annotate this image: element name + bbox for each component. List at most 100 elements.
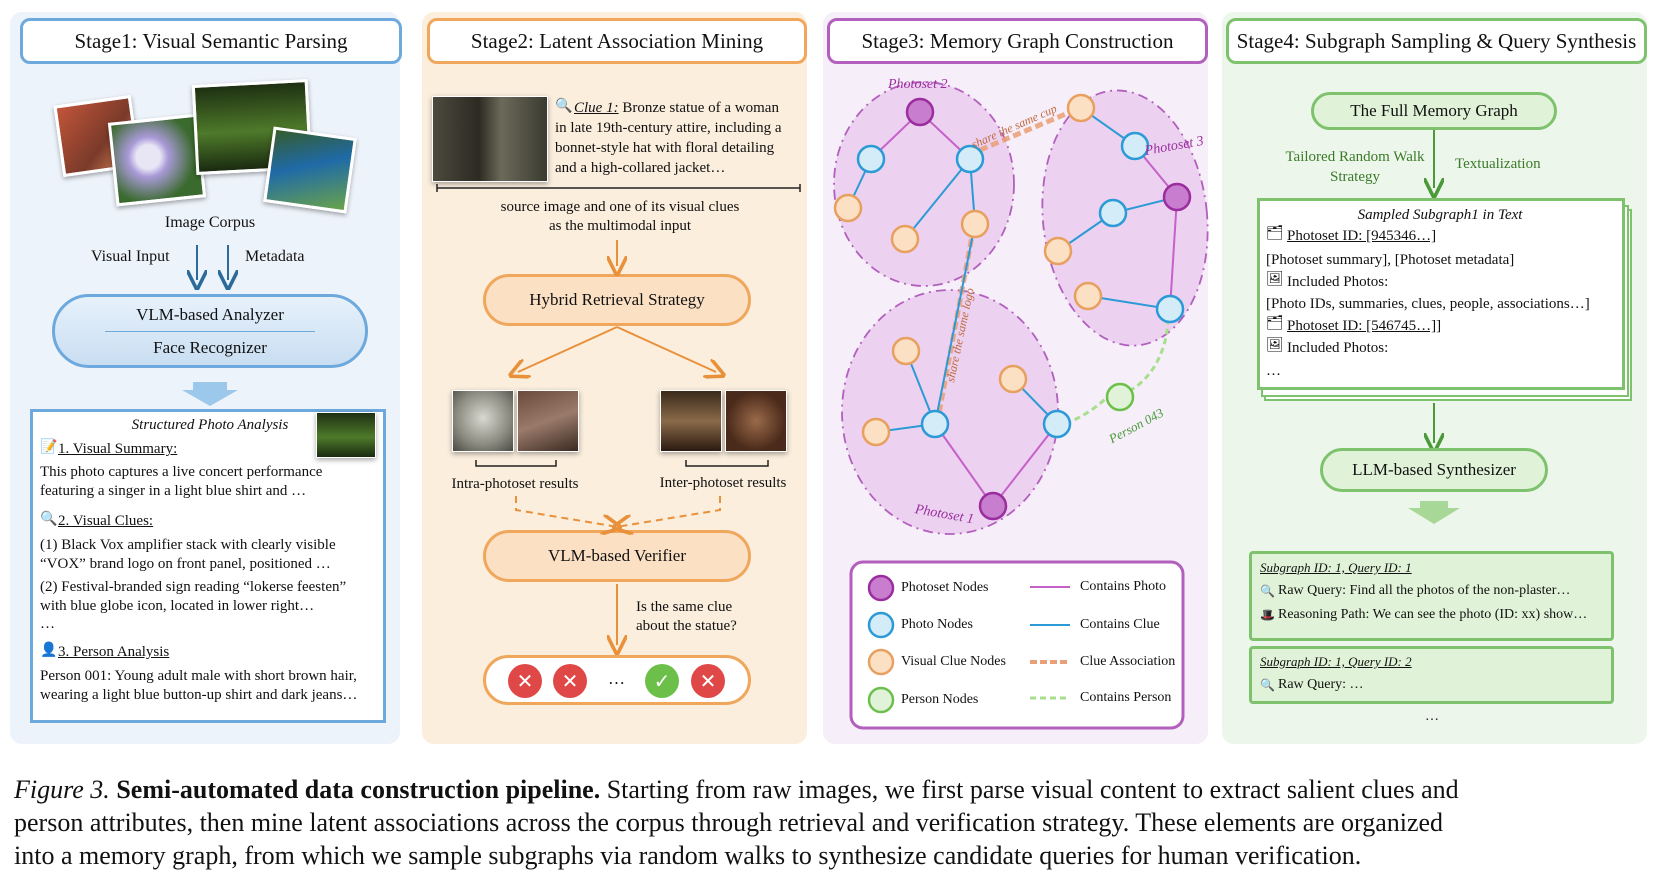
figure-caption-line-2: person attributes, then mine latent asso… <box>14 808 1444 837</box>
analysis-thumbnail <box>316 412 376 458</box>
image-icon: 🖼 <box>1266 337 1284 353</box>
legend-clue-swatch <box>867 648 895 676</box>
legend-person-label: Person Nodes <box>901 692 979 707</box>
stage1-title: Stage1: Visual Semantic Parsing <box>20 18 402 64</box>
vlm-analyzer-box: VLM-based Analyzer Face Recognizer <box>52 294 368 368</box>
photo-node <box>1120 131 1150 161</box>
inter-result-photo-2 <box>725 390 787 452</box>
photoset2-label: Photoset 2 <box>888 77 948 92</box>
analyzer-down-arrow <box>182 382 238 406</box>
clue1-text-1: Bronze statue of a woman <box>618 100 779 116</box>
subgraph-line-6: Included Photos: <box>1287 340 1389 356</box>
photoset2-node <box>905 97 935 127</box>
random-walk-label-2: Strategy <box>1330 169 1380 185</box>
to-intra-arrow <box>518 326 618 372</box>
inter-label: Inter-photoset results <box>659 475 787 491</box>
subgraph-line-1: Photoset ID: [945346…] <box>1287 228 1437 244</box>
input-caption-2: as the multimodal input <box>548 218 692 234</box>
clue-node <box>960 209 990 239</box>
full-memory-graph-box: The Full Memory Graph <box>1311 92 1557 130</box>
intra-label: Intra-photoset results <box>451 476 579 492</box>
visual-summary-heading: 1. Visual Summary: <box>58 441 178 457</box>
clue1-text-4: and a high-collared jacket… <box>555 160 726 176</box>
analyzer-divider <box>105 330 315 332</box>
photo-node <box>920 409 950 439</box>
query2-raw: Raw Query: … <box>1278 677 1364 692</box>
person-node <box>1105 382 1135 412</box>
subgraph-line-4: [Photo IDs, summaries, clues, people, as… <box>1266 296 1590 312</box>
reject-icon: ✕ <box>553 664 587 698</box>
subgraph-line-2: [Photoset summary], [Photoset metadata] <box>1266 252 1515 268</box>
legend-photo-label: Photo Nodes <box>901 617 973 632</box>
notepad-icon: 📝 <box>40 439 58 455</box>
full-memory-graph-label: The Full Memory Graph <box>1350 101 1518 120</box>
magnifier-icon: 🔍 <box>40 511 58 527</box>
textualization-label: Textualization <box>1455 156 1541 172</box>
caption-bold-title: Semi-automated data construction pipelin… <box>116 775 601 804</box>
person-icon: 👤 <box>40 642 58 658</box>
photo-node <box>955 144 985 174</box>
visual-clues-heading: 2. Visual Clues: <box>58 513 154 529</box>
intra-result-photo-1 <box>452 390 514 452</box>
clue1-line-2: “VOX” brand logo on front panel, positio… <box>40 556 331 572</box>
metadata-label: Metadata <box>245 248 305 265</box>
clue-node <box>891 336 921 366</box>
query1-title: Subgraph ID: 1, Query ID: 1 <box>1260 560 1412 575</box>
inter-to-verifier <box>622 496 721 526</box>
clue1-text-2: in late 19th-century attire, including a <box>555 120 782 136</box>
results-ellipsis: … <box>608 669 625 688</box>
legend-photoset-label: Photoset Nodes <box>901 580 989 595</box>
structured-analysis-card <box>30 409 386 723</box>
legend-clue-assoc-label: Clue Association <box>1080 654 1176 669</box>
clue-node <box>833 193 863 223</box>
stage4-title: Stage4: Subgraph Sampling & Query Synthe… <box>1226 18 1647 64</box>
folder-icon: 🗂 <box>1266 225 1284 241</box>
query1-path: Reasoning Path: We can see the photo (ID… <box>1278 607 1588 622</box>
llm-synthesizer-label: LLM-based Synthesizer <box>1352 460 1516 479</box>
analysis-title: Structured Photo Analysis <box>131 417 289 433</box>
query-card-2 <box>1249 646 1614 704</box>
subgraph-line-7: … <box>1266 363 1281 379</box>
photo-node <box>856 144 886 174</box>
reject-icon: ✕ <box>691 664 725 698</box>
face-recognizer-label: Face Recognizer <box>153 337 267 357</box>
llm-synthesizer-box: LLM-based Synthesizer <box>1320 448 1548 492</box>
legend-clue-label: Visual Clue Nodes <box>901 654 1006 669</box>
image-corpus-label: Image Corpus <box>164 214 256 231</box>
figure-caption-line-3: into a memory graph, from which we sampl… <box>14 841 1362 870</box>
subgraph-title: Sampled Subgraph1 in Text <box>1357 207 1523 223</box>
clue-node <box>890 224 920 254</box>
person-line-1: Person 001: Young adult male with short … <box>40 668 357 684</box>
person-analysis-heading: 3. Person Analysis <box>58 644 170 660</box>
subgraph-line-3: Included Photos: <box>1287 274 1389 290</box>
legend-contains-photo-label: Contains Photo <box>1080 579 1166 594</box>
legend-photoset-swatch <box>867 574 895 602</box>
input-caption-1: source image and one of its visual clues <box>500 199 740 215</box>
photo-node <box>1098 198 1128 228</box>
clue-node <box>1043 236 1073 266</box>
to-inter-arrow <box>616 326 716 372</box>
intra-bracket <box>475 460 557 467</box>
figure-label: Figure 3. <box>14 775 110 804</box>
photo-node <box>1042 409 1072 439</box>
hybrid-retrieval-label: Hybrid Retrieval Strategy <box>529 290 705 309</box>
query-card-1 <box>1249 551 1614 641</box>
verifier-question-2: about the statue? <box>636 618 737 634</box>
legend-contains-clue-label: Contains Clue <box>1080 617 1160 632</box>
stage2-title: Stage2: Latent Association Mining <box>427 18 807 64</box>
clue1-text-3: bonnet-style hat with floral detailing <box>555 140 775 156</box>
clue-node <box>1073 281 1103 311</box>
query-magnifier-icon: 🔍 <box>1260 584 1275 598</box>
clue-node <box>998 364 1028 394</box>
synth-down-arrow <box>1408 501 1460 524</box>
edge-share-same-cup <box>979 105 1081 153</box>
legend-contains-person-label: Contains Person <box>1080 690 1172 705</box>
photoset1-node <box>978 491 1008 521</box>
vlm-verifier-label: VLM-based Verifier <box>547 546 686 565</box>
clue-node <box>861 417 891 447</box>
verifier-question-1: Is the same clue <box>636 599 733 615</box>
stage3-title: Stage3: Memory Graph Construction <box>827 18 1208 64</box>
clue2-line-2: with blue globe icon, located in lower r… <box>40 598 315 614</box>
intra-result-photo-2 <box>517 390 579 452</box>
